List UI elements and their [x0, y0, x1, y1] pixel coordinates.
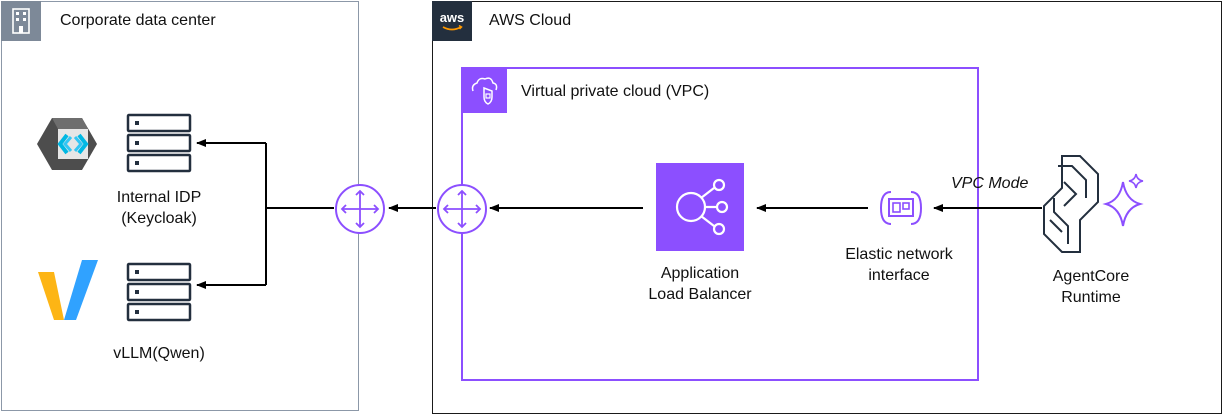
vllm-server-icon	[126, 262, 192, 322]
load-balancer-icon	[656, 163, 744, 251]
keycloak-logo-icon	[36, 115, 98, 173]
idp-label: Internal IDP (Keycloak)	[90, 187, 228, 229]
runtime-label-line1: AgentCore	[1052, 268, 1130, 285]
aws-cloud-title: AWS Cloud	[489, 12, 572, 29]
vllm-logo-icon	[36, 258, 100, 324]
vllm-label: vLLM(Qwen)	[113, 345, 205, 362]
vpc-mode-label: VPC Mode	[951, 175, 1029, 192]
aws-logo-text: aws	[440, 10, 465, 25]
agentcore-runtime-icon	[1040, 152, 1152, 262]
runtime-label: AgentCore Runtime	[1036, 266, 1146, 308]
alb-label-line2: Load Balancer	[648, 286, 752, 303]
building-icon	[1, 1, 41, 41]
vpc-router-icon	[436, 183, 488, 235]
eni-label-line1: Elastic network	[845, 246, 953, 263]
eni-label: Elastic network interface	[824, 244, 974, 286]
runtime-label-line2: Runtime	[1061, 289, 1121, 306]
aws-logo-icon: aws	[432, 1, 472, 41]
corporate-title: Corporate data center	[60, 12, 216, 29]
eni-label-line2: interface	[868, 267, 930, 284]
vpc-cloud-lock-icon	[461, 67, 507, 113]
alb-label-line1: Application	[660, 265, 740, 282]
vpc-title: Virtual private cloud (VPC)	[521, 83, 710, 100]
corp-router-icon	[334, 183, 386, 235]
idp-label-line1: Internal IDP	[116, 189, 202, 206]
idp-label-line2: (Keycloak)	[121, 210, 197, 227]
network-interface-icon	[877, 186, 925, 230]
alb-label: Application Load Balancer	[620, 263, 780, 305]
idp-server-icon	[126, 113, 192, 173]
